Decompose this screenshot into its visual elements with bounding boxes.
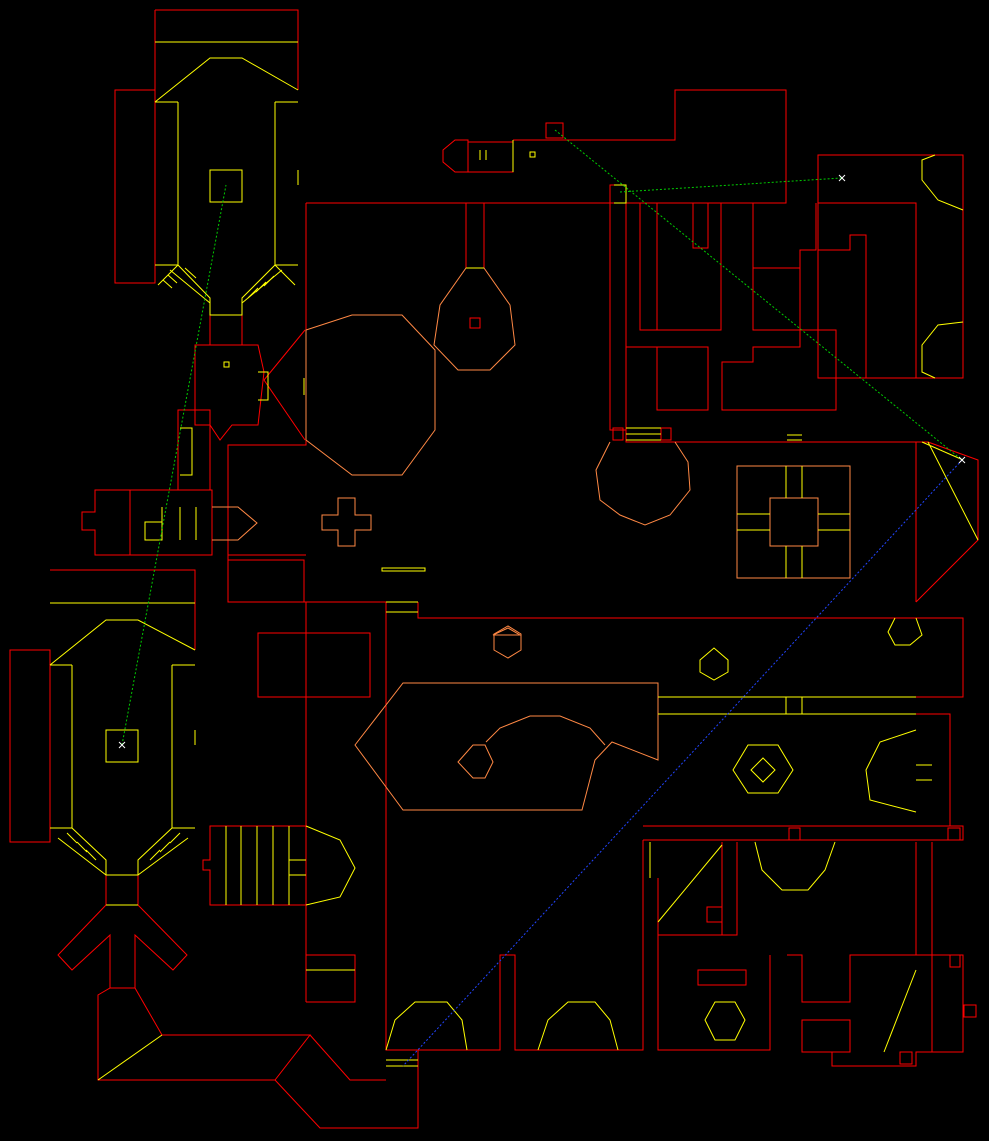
teleport-marker — [838, 174, 846, 182]
teleport-marker — [118, 741, 126, 749]
teleport-markers — [118, 174, 966, 749]
ceiling-lines — [212, 267, 851, 811]
teleport-marker — [958, 456, 966, 464]
wall-lines — [9, 9, 979, 1129]
step-lines — [49, 41, 979, 1081]
teleport-links — [121, 129, 963, 1067]
